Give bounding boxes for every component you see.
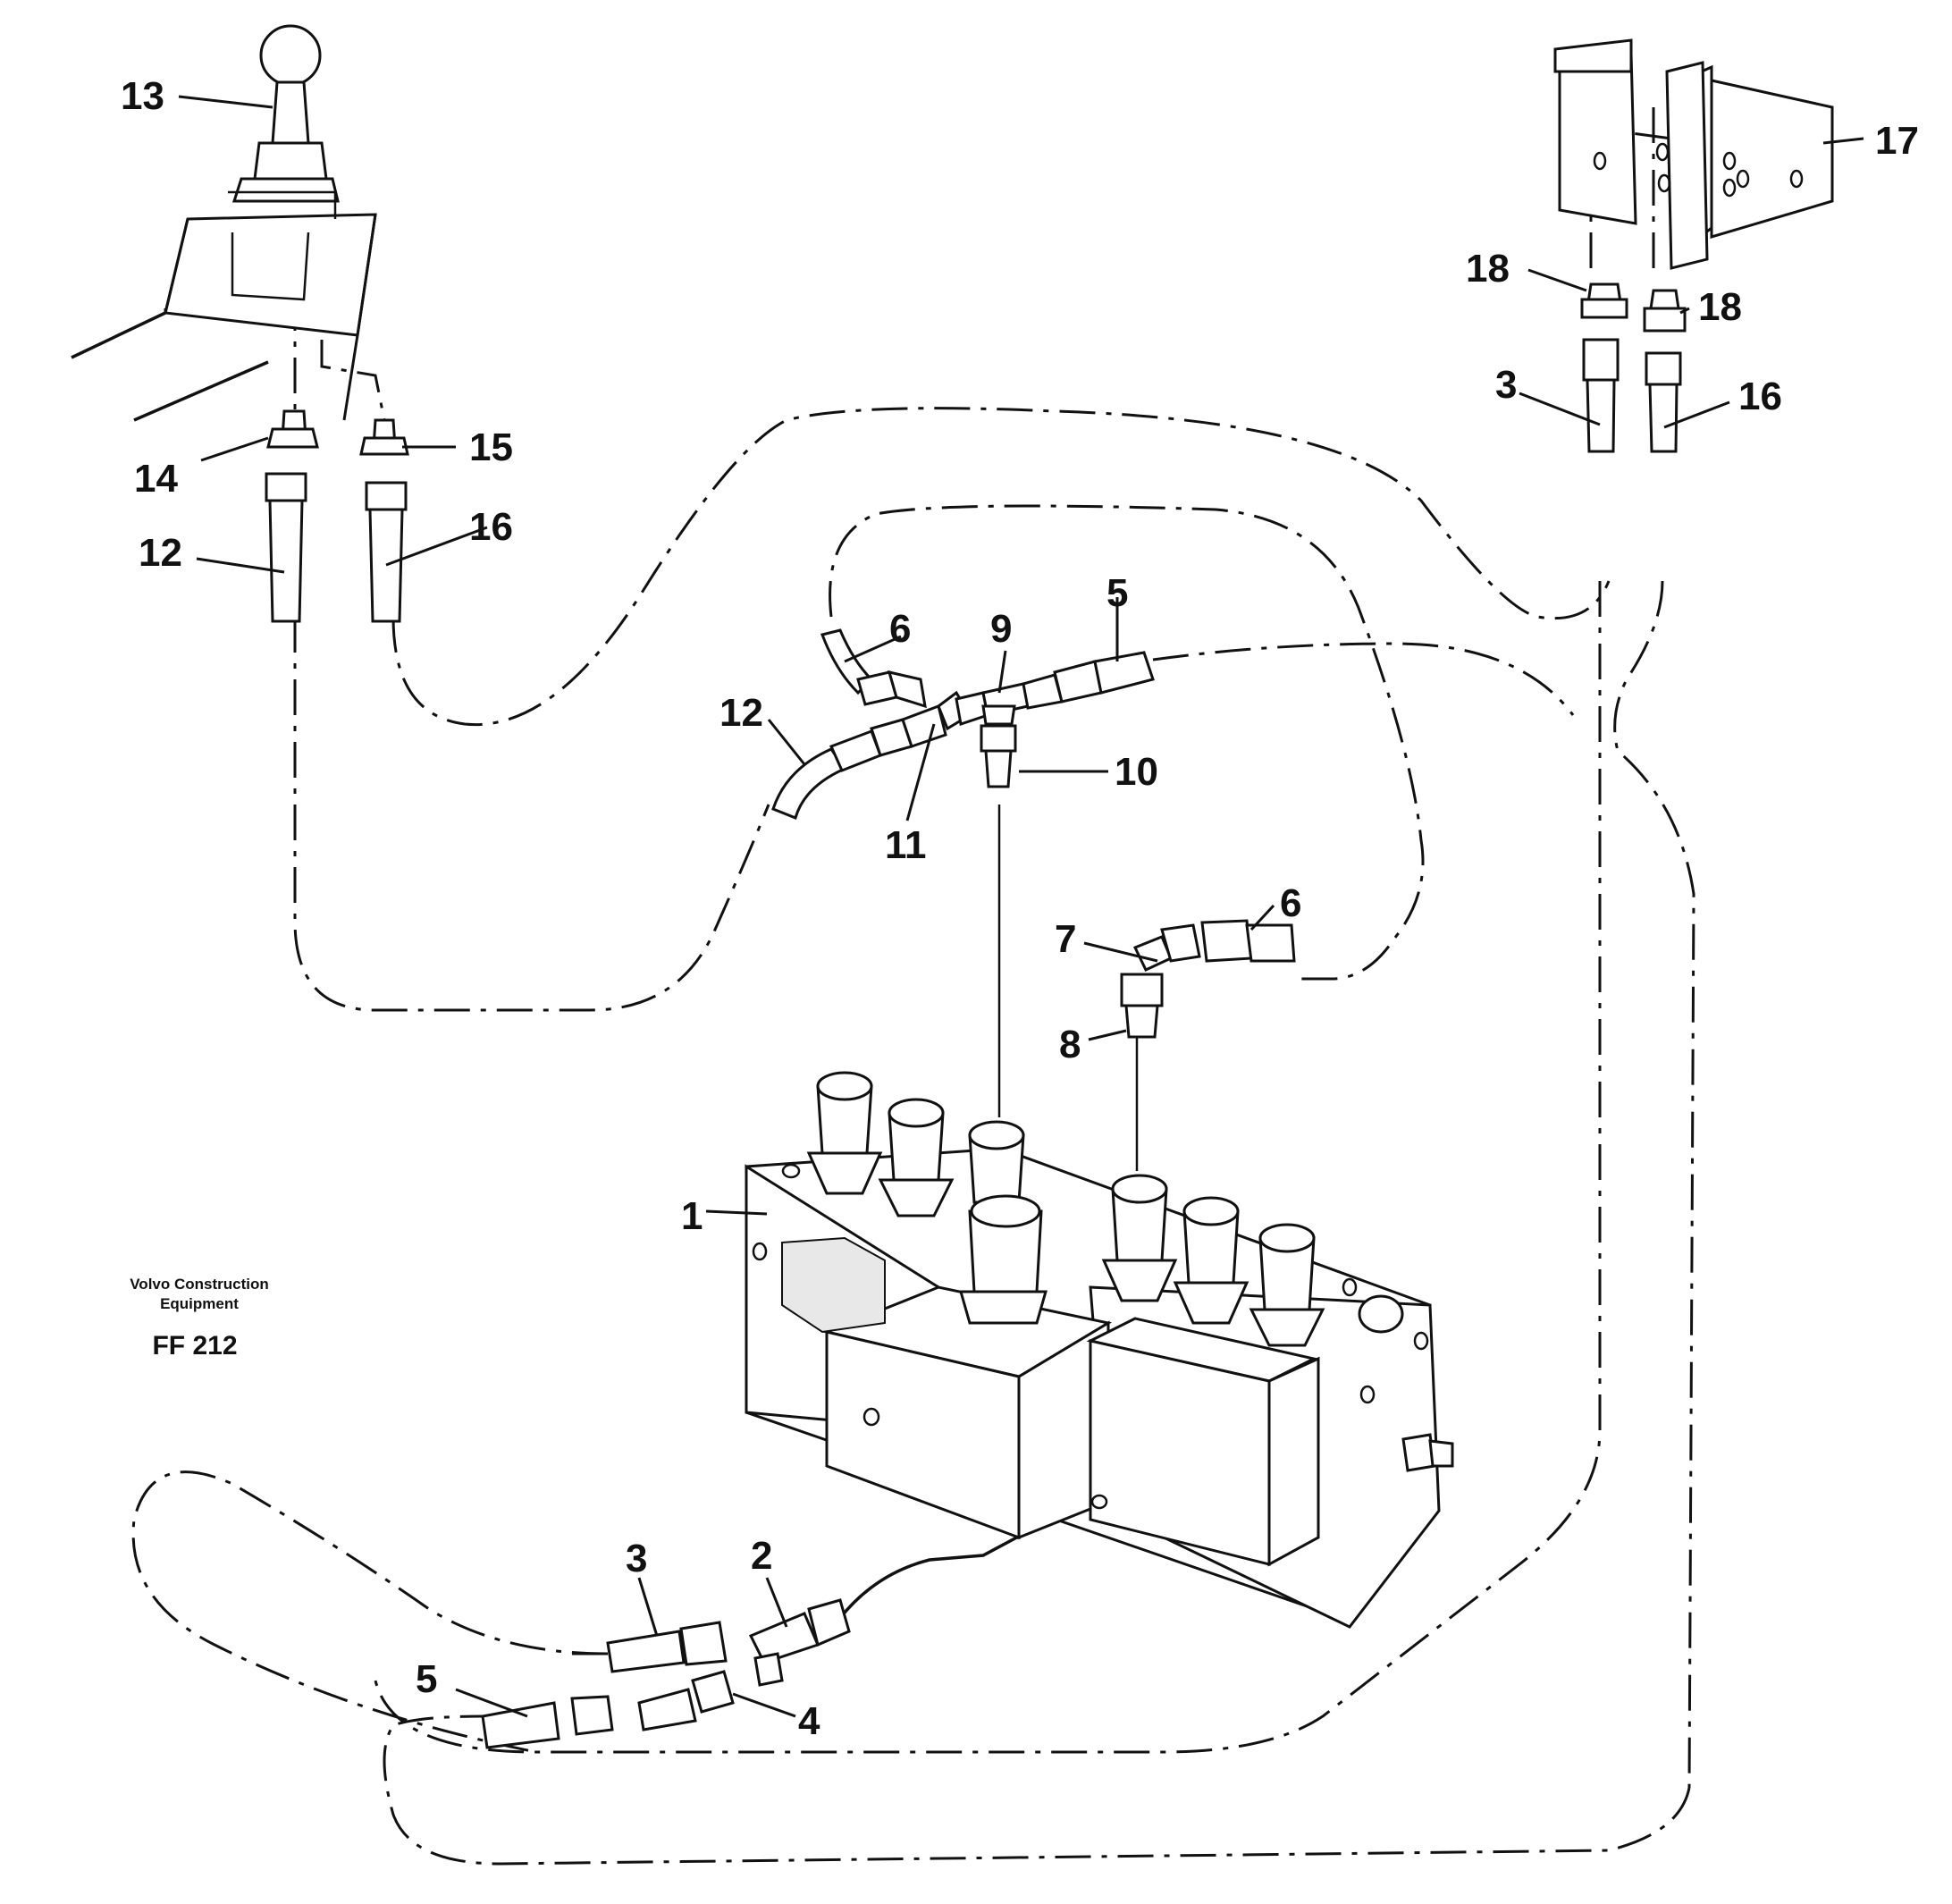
- callout-2: 2: [751, 1534, 772, 1578]
- callout-18-left: 18: [1466, 247, 1510, 291]
- callout-9: 9: [990, 607, 1012, 651]
- bottom-fittings: [481, 1598, 851, 1749]
- callout-13: 13: [121, 74, 164, 118]
- callout-5-bottom: 5: [416, 1657, 437, 1701]
- elbow-fitting-assembly: [1120, 919, 1296, 1039]
- callout-5-top: 5: [1106, 571, 1128, 615]
- callout-16-left: 16: [469, 505, 513, 549]
- callout-16-right: 16: [1738, 375, 1782, 418]
- callout-8: 8: [1059, 1023, 1081, 1066]
- callout-15: 15: [469, 425, 513, 469]
- callout-6-mid: 6: [1280, 881, 1301, 925]
- valve-block: [745, 1071, 1454, 1629]
- callout-11: 11: [885, 823, 927, 867]
- callout-12-mid: 12: [719, 691, 763, 735]
- callout-17: 17: [1875, 119, 1919, 163]
- callout-18-right: 18: [1698, 285, 1742, 329]
- callout-10: 10: [1115, 750, 1158, 794]
- tee-fitting-assembly: [771, 628, 1155, 821]
- callout-7: 7: [1055, 917, 1076, 961]
- publisher-line-1: Volvo Construction: [130, 1276, 269, 1293]
- callout-12-left: 12: [139, 531, 182, 575]
- leader-lines: [178, 95, 1864, 1718]
- publisher-line-2: Equipment: [160, 1295, 239, 1312]
- callout-numbers: 13 14 15 12 16 17 18 18 3 16 6 9 5 12 10…: [121, 74, 1919, 1743]
- pilot-caps: [806, 1071, 1325, 1347]
- joystick-assembly: [71, 24, 409, 623]
- callout-3-right: 3: [1495, 363, 1517, 407]
- pedal-valve-assembly: [1553, 38, 1834, 453]
- hose-routing-lines: [131, 107, 1771, 1866]
- publisher-block: Volvo Construction Equipment FF 212: [130, 1276, 269, 1361]
- callout-14: 14: [134, 457, 178, 501]
- callout-1: 1: [681, 1194, 703, 1238]
- callout-4: 4: [798, 1699, 820, 1743]
- callout-6-top: 6: [889, 607, 911, 651]
- callout-3-bottom: 3: [626, 1537, 647, 1580]
- figure-code: FF 212: [152, 1331, 237, 1361]
